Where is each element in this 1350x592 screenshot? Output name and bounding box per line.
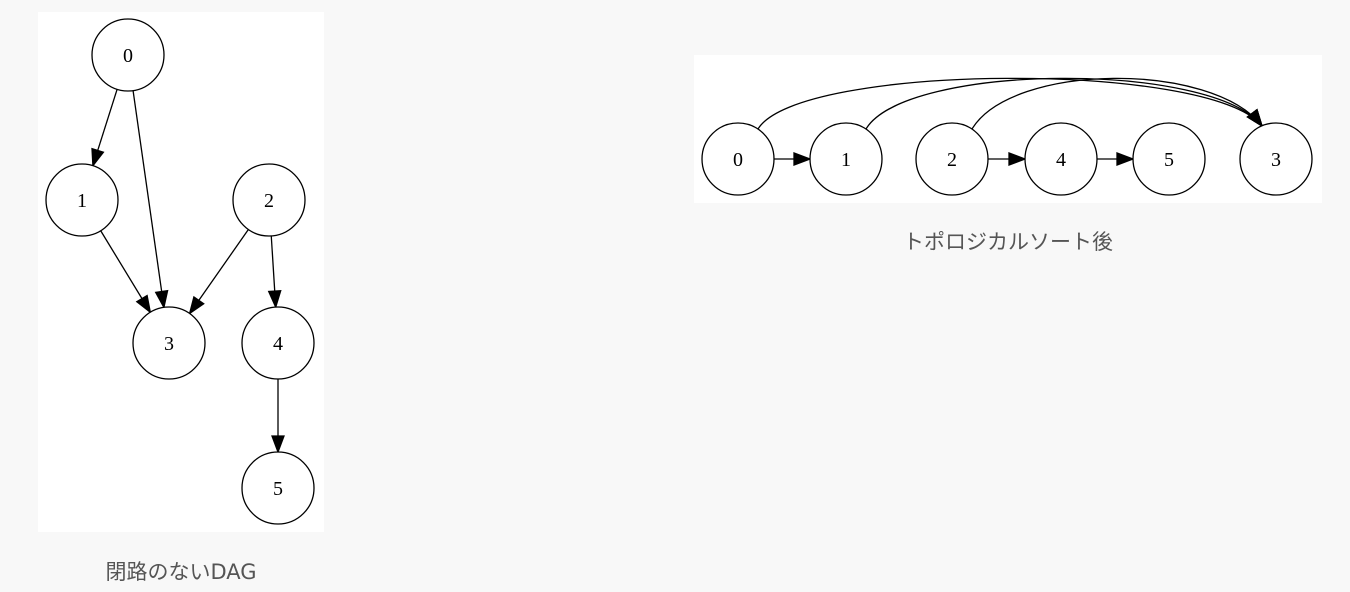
sorted-node-circle-2 xyxy=(915,122,989,196)
sorted-node-label-5: 5 xyxy=(1164,149,1174,171)
dag-caption: 閉路のないDAG xyxy=(105,560,257,584)
dag-node-label-1: 1 xyxy=(77,190,87,212)
dag-node-circle-5 xyxy=(241,451,315,525)
sorted-node-2: 2 xyxy=(915,122,989,196)
sorted-edge-2-4-arrowhead xyxy=(1008,152,1027,166)
dag-node-label-3: 3 xyxy=(164,333,174,355)
sorted-edge-4-5-arrowhead xyxy=(1116,152,1135,166)
sorted-node-circle-0 xyxy=(701,122,775,196)
sorted-node-label-4: 4 xyxy=(1056,149,1066,171)
dag-node-4: 4 xyxy=(241,306,315,380)
sorted-node-label-1: 1 xyxy=(841,149,851,171)
dag-graph: 0 1 2 3 4 5 xyxy=(45,18,315,525)
sorted-caption: トポロジカルソート後 xyxy=(903,230,1113,254)
dag-node-circle-0 xyxy=(91,18,165,92)
sorted-edge-2-3-arrowhead xyxy=(1246,108,1264,128)
dag-node-label-0: 0 xyxy=(123,45,133,67)
sorted-node-4: 4 xyxy=(1024,122,1098,196)
sorted-node-label-0: 0 xyxy=(733,149,743,171)
dag-edge-4-5-arrowhead xyxy=(271,435,285,454)
sorted-node-circle-1 xyxy=(809,122,883,196)
sorted-edge-1-3 xyxy=(865,77,1263,130)
dag-edge-0-1-arrowhead xyxy=(91,147,105,168)
sorted-node-circle-5 xyxy=(1132,122,1206,196)
dag-edge-2-4-arrowhead xyxy=(267,289,282,309)
dag-edge-0-3 xyxy=(132,90,165,308)
dag-node-circle-2 xyxy=(232,163,306,237)
sorted-graph: 0 1 2 4 5 3 xyxy=(701,77,1313,196)
dag-node-circle-3 xyxy=(132,306,206,380)
dag-node-label-2: 2 xyxy=(264,190,274,212)
sorted-node-5: 5 xyxy=(1132,122,1206,196)
sorted-node-3: 3 xyxy=(1239,122,1313,196)
sorted-edge-2-3 xyxy=(971,77,1263,130)
sorted-node-label-3: 3 xyxy=(1271,149,1281,171)
sorted-edge-0-3 xyxy=(757,77,1263,130)
dag-node-2: 2 xyxy=(232,163,306,237)
sorted-node-label-2: 2 xyxy=(947,149,957,171)
sorted-node-circle-4 xyxy=(1024,122,1098,196)
sorted-node-circle-3 xyxy=(1239,122,1313,196)
sorted-diagram-panel: 0 1 2 4 5 3 xyxy=(694,55,1322,203)
dag-diagram-panel: 0 1 2 3 4 5 xyxy=(38,12,324,532)
dag-node-5: 5 xyxy=(241,451,315,525)
dag-node-0: 0 xyxy=(91,18,165,92)
dag-edge-0-3-arrowhead xyxy=(154,289,169,310)
dag-node-label-5: 5 xyxy=(273,478,283,500)
dag-node-3: 3 xyxy=(132,306,206,380)
sorted-edge-0-1-arrowhead xyxy=(793,152,812,166)
dag-node-label-4: 4 xyxy=(273,333,283,355)
dag-node-circle-4 xyxy=(241,306,315,380)
sorted-node-1: 1 xyxy=(809,122,883,196)
sorted-node-0: 0 xyxy=(701,122,775,196)
dag-edge-1-3-arrowhead xyxy=(135,294,152,314)
dag-node-1: 1 xyxy=(45,163,119,237)
dag-node-circle-1 xyxy=(45,163,119,237)
dag-edge-2-3 xyxy=(189,229,249,314)
dag-edge-2-3-arrowhead xyxy=(188,295,205,316)
